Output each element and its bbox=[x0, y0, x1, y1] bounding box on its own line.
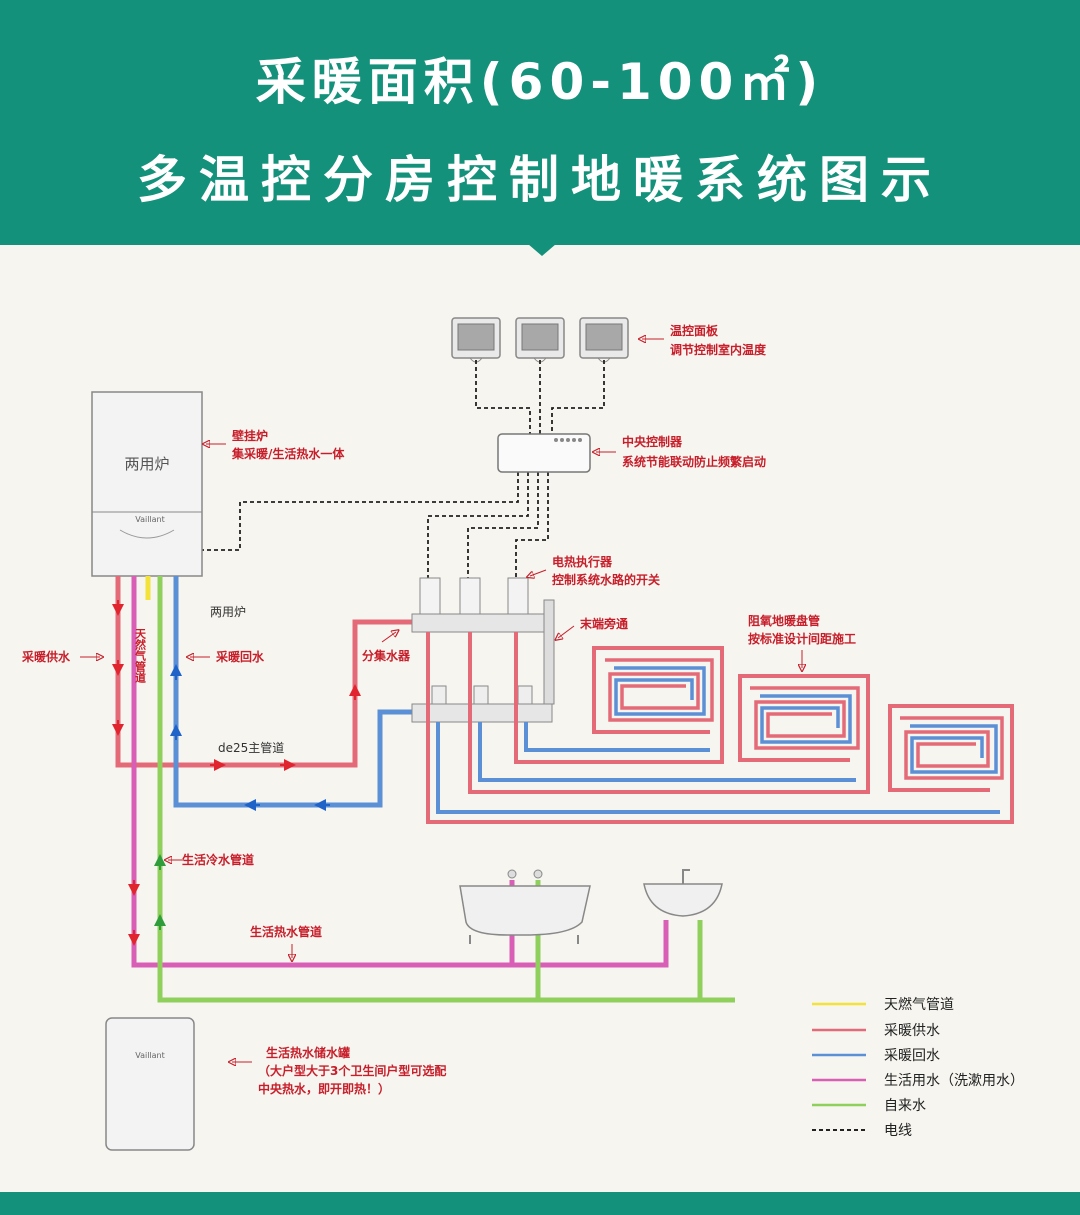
floor-coil-1 bbox=[605, 658, 714, 722]
thermostat-panels bbox=[451, 317, 629, 363]
legend-label-gas: 天燃气管道 bbox=[884, 996, 954, 1013]
footer-bar bbox=[0, 1192, 1080, 1215]
tank-brand: Vaillant bbox=[135, 1051, 165, 1060]
title-line-1: 采暖面积(60-100㎡) bbox=[255, 53, 825, 111]
callout-coil-title: 阻氧地暖盘管 bbox=[748, 613, 820, 628]
callout-heating-return: 采暖回水 bbox=[215, 649, 265, 664]
callout-hot-water: 生活热水管道 bbox=[250, 924, 322, 939]
callout-tank-desc-2: 中央热水，即开即热！） bbox=[258, 1081, 390, 1096]
boiler-label: 两用炉 bbox=[124, 455, 169, 473]
manifold bbox=[411, 577, 555, 723]
thermostat-2 bbox=[515, 317, 565, 363]
legend-label-tap: 自来水 bbox=[884, 1098, 926, 1114]
boiler-sub-label: 两用炉 bbox=[210, 605, 246, 619]
callout-actuator-title: 电热执行器 bbox=[552, 554, 613, 569]
pipe-flow-arrows bbox=[112, 600, 361, 946]
callout-thermostat-desc: 调节控制室内温度 bbox=[670, 342, 767, 357]
callout-boiler-title: 壁挂炉 bbox=[232, 428, 268, 443]
callouts: 温控面板 调节控制室内温度 壁挂炉 集采暖/生活热水一体 中央控制器 系统节能联… bbox=[21, 323, 856, 1096]
callout-controller-desc: 系统节能联动防止频繁启动 bbox=[622, 454, 766, 469]
callout-tank-desc-1: （大户型大于3个卫生间户型可选配 bbox=[258, 1063, 446, 1078]
floor-coil-3 bbox=[900, 716, 1004, 780]
header-notch bbox=[528, 244, 556, 256]
callout-thermostat-title: 温控面板 bbox=[670, 323, 719, 338]
manifold-loops bbox=[426, 632, 1014, 824]
callout-heating-supply: 采暖供水 bbox=[21, 649, 71, 664]
wall-boiler: 两用炉 Vaillant bbox=[91, 391, 203, 577]
floor-coil-2 bbox=[750, 686, 860, 750]
electric-wires bbox=[202, 360, 605, 580]
callout-tank-title: 生活热水储水罐 bbox=[266, 1045, 350, 1060]
callout-cold-water: 生活冷水管道 bbox=[182, 852, 254, 867]
bathtub bbox=[459, 869, 591, 944]
legend-label-domestic: 生活用水（洗漱用水） bbox=[884, 1073, 1024, 1089]
header-banner: 采暖面积(60-100㎡) 多温控分房控制地暖系统图示 bbox=[0, 0, 1080, 245]
boiler-brand: Vaillant bbox=[135, 515, 165, 524]
callout-coil-desc: 按标准设计间距施工 bbox=[748, 631, 856, 646]
title-line-2: 多温控分房控制地暖系统图示 bbox=[137, 151, 943, 209]
legend-label-supply: 采暖供水 bbox=[884, 1023, 940, 1039]
callout-manifold: 分集水器 bbox=[362, 648, 411, 663]
legend-label-wire: 电线 bbox=[884, 1123, 912, 1139]
main-pipe-label: de25主管道 bbox=[218, 740, 284, 755]
hot-water-tank: Vaillant bbox=[105, 1017, 195, 1151]
callout-gas-pipe: 天然气管道 bbox=[134, 628, 148, 684]
callout-actuator-desc: 控制系统水路的开关 bbox=[552, 572, 660, 587]
callout-controller-title: 中央控制器 bbox=[622, 434, 683, 449]
legend-label-return: 采暖回水 bbox=[884, 1048, 940, 1064]
legend: 天燃气管道 采暖供水 采暖回水 生活用水（洗漱用水） 自来水 电线 bbox=[812, 996, 1024, 1139]
central-controller bbox=[497, 433, 591, 473]
thermostat-3 bbox=[579, 317, 629, 363]
sink bbox=[643, 869, 723, 917]
thermostat-1 bbox=[451, 317, 501, 363]
gas-pipe-label: 天然气管道 bbox=[134, 628, 148, 684]
callout-boiler-desc: 集采暖/生活热水一体 bbox=[231, 446, 345, 461]
callout-bypass: 末端旁通 bbox=[580, 616, 628, 631]
